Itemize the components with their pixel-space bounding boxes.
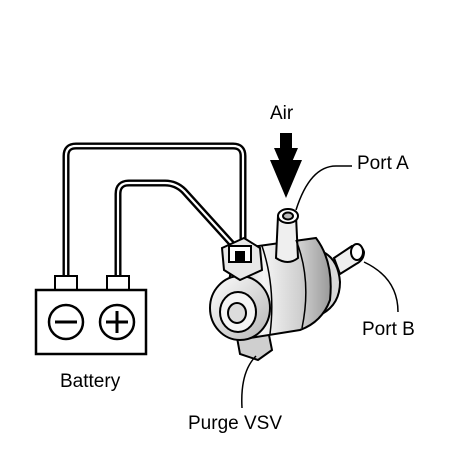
air-arrow-icon [270, 133, 302, 198]
battery [34, 275, 148, 356]
purge-vsv [209, 208, 366, 362]
purge-vsv-label: Purge VSV [188, 413, 282, 434]
leader-lines [241, 165, 399, 409]
wire-long [62, 142, 247, 282]
battery-label: Battery [60, 371, 121, 392]
air-label: Air [270, 103, 294, 124]
port-a-leader [295, 165, 352, 211]
port-b-leader [363, 261, 399, 313]
port-a-nozzle [274, 215, 300, 263]
wire-long-inner [64, 144, 245, 280]
wire-short [114, 179, 236, 282]
port-b-label: Port B [362, 319, 415, 340]
vsv-leader [241, 355, 257, 409]
port-a-label: Port A [357, 153, 409, 174]
wire-short-inner [116, 181, 234, 280]
